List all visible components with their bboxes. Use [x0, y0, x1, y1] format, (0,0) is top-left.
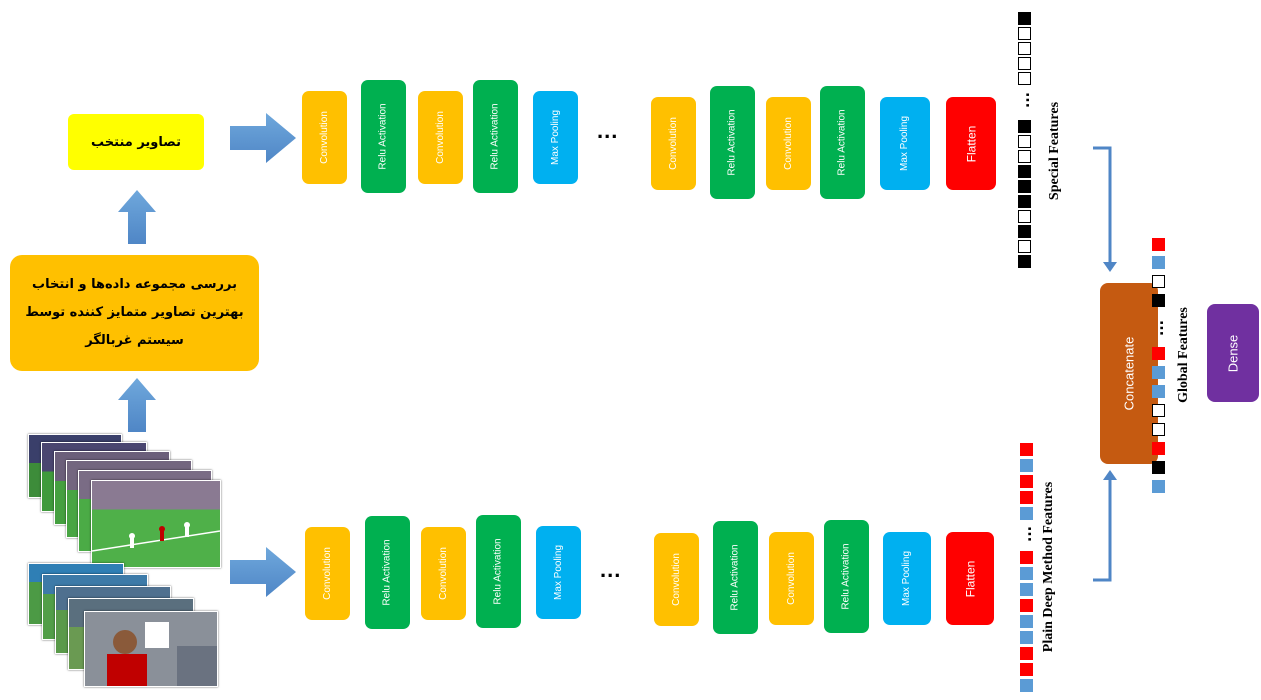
- dataset-review-box: بررسی مجموعه داده‌ها و انتخاب بهترین تصا…: [10, 255, 259, 371]
- relu-activation-layer: Relu Activation: [713, 521, 758, 634]
- flatten-layer: Flatten: [946, 97, 996, 190]
- feature-cell: [1018, 120, 1031, 133]
- review-line-3: سیستم غربالگر: [25, 327, 243, 355]
- max-pooling-layer: Max Pooling: [536, 526, 581, 619]
- feature-cell: [1020, 475, 1033, 488]
- feature-cell: [1018, 57, 1031, 70]
- vector-ellipsis: ...: [1152, 318, 1165, 338]
- selected-images-label: تصاویر منتخب: [91, 135, 181, 150]
- max-pooling-layer: Max Pooling: [880, 97, 930, 190]
- feature-cell: [1020, 583, 1033, 596]
- global-features-label: Global Features: [1176, 300, 1194, 410]
- down-arrow-icon: [1103, 262, 1117, 272]
- feature-cell: [1018, 240, 1031, 253]
- feature-cell: [1018, 72, 1031, 85]
- feature-cell: [1020, 679, 1033, 692]
- connector-line: [1093, 148, 1110, 262]
- feature-cell: [1020, 551, 1033, 564]
- feature-cell: [1020, 443, 1033, 456]
- relu-activation-layer: Relu Activation: [820, 86, 865, 199]
- feature-cell: [1152, 366, 1165, 379]
- convolution-layer: Convolution: [302, 91, 347, 184]
- right-arrow-icon: [230, 113, 296, 163]
- relu-activation-layer: Relu Activation: [473, 80, 518, 193]
- right-arrow-icon: [230, 547, 296, 597]
- feature-cell: [1020, 567, 1033, 580]
- feature-cell: [1020, 491, 1033, 504]
- feature-cell: [1018, 42, 1031, 55]
- vector-ellipsis: ...: [1018, 90, 1031, 110]
- feature-cell: [1018, 12, 1031, 25]
- feature-cell: [1020, 615, 1033, 628]
- player-closeup-icon: [85, 612, 217, 686]
- convolution-layer: Convolution: [305, 527, 350, 620]
- convolution-layer: Convolution: [421, 527, 466, 620]
- video-frame-image: [84, 611, 218, 687]
- feature-cell: [1020, 599, 1033, 612]
- feature-cell: [1018, 225, 1031, 238]
- feature-cell: [1018, 210, 1031, 223]
- connector-line: [1093, 480, 1110, 580]
- up-arrow-icon: [118, 190, 156, 244]
- feature-cell: [1018, 255, 1031, 268]
- feature-cell: [1152, 404, 1165, 417]
- flatten-layer: Flatten: [946, 532, 994, 625]
- convolution-layer: Convolution: [651, 97, 696, 190]
- ellipsis: ...: [597, 118, 618, 144]
- special-features-label: Special Features: [1047, 91, 1065, 211]
- relu-activation-layer: Relu Activation: [476, 515, 521, 628]
- review-line-1: بررسی مجموعه داده‌ها و انتخاب: [25, 271, 243, 299]
- feature-cell: [1020, 663, 1033, 676]
- feature-cell: [1152, 480, 1165, 493]
- relu-activation-layer: Relu Activation: [710, 86, 755, 199]
- feature-cell: [1020, 459, 1033, 472]
- feature-cell: [1018, 135, 1031, 148]
- feature-cell: [1152, 385, 1165, 398]
- feature-cell: [1152, 238, 1165, 251]
- feature-cell: [1018, 195, 1031, 208]
- concatenate-block: Concatenate: [1100, 283, 1158, 464]
- feature-cell: [1020, 631, 1033, 644]
- plain-features-label: Plain Deep Method Features: [1041, 442, 1059, 692]
- up-arrow-icon: [118, 378, 156, 432]
- dense-layer: Dense: [1207, 304, 1259, 402]
- convolution-layer: Convolution: [654, 533, 699, 626]
- convolution-layer: Convolution: [766, 97, 811, 190]
- feature-cell: [1020, 647, 1033, 660]
- video-frame-image: [91, 480, 221, 568]
- ellipsis: ...: [600, 557, 621, 583]
- feature-cell: [1018, 180, 1031, 193]
- feature-cell: [1152, 294, 1165, 307]
- convolution-layer: Convolution: [769, 532, 814, 625]
- relu-activation-layer: Relu Activation: [361, 80, 406, 193]
- feature-cell: [1020, 507, 1033, 520]
- feature-cell: [1152, 275, 1165, 288]
- relu-activation-layer: Relu Activation: [365, 516, 410, 629]
- feature-cell: [1152, 347, 1165, 360]
- feature-cell: [1018, 150, 1031, 163]
- max-pooling-layer: Max Pooling: [883, 532, 931, 625]
- convolution-layer: Convolution: [418, 91, 463, 184]
- selected-images-box: تصاویر منتخب: [68, 114, 204, 170]
- vector-ellipsis: ...: [1020, 524, 1033, 544]
- feature-cell: [1018, 165, 1031, 178]
- feature-cell: [1152, 256, 1165, 269]
- feature-cell: [1152, 423, 1165, 436]
- feature-cell: [1152, 442, 1165, 455]
- feature-cell: [1018, 27, 1031, 40]
- review-line-2: بهترین تصاویر متمایز کننده توسط: [25, 299, 243, 327]
- football-scene-icon: [92, 481, 220, 567]
- up-arrow-icon: [1103, 470, 1117, 480]
- max-pooling-layer: Max Pooling: [533, 91, 578, 184]
- relu-activation-layer: Relu Activation: [824, 520, 869, 633]
- feature-cell: [1152, 461, 1165, 474]
